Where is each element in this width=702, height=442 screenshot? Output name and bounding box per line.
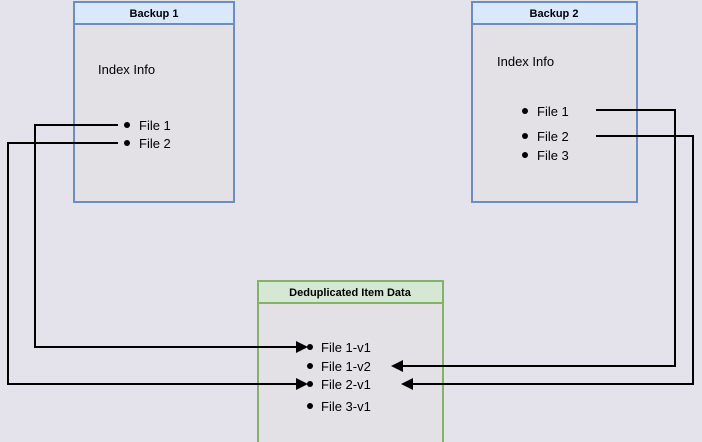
- bullet-icon: [124, 122, 130, 128]
- arrowhead-left-icon: [391, 360, 403, 372]
- bullet-icon: [522, 152, 528, 158]
- backup-2-item-0-label: File 1: [537, 104, 569, 119]
- connector-line: [34, 124, 297, 348]
- connector-backup1-file1-to-file1v1: [34, 124, 308, 353]
- bullet-icon: [307, 363, 313, 369]
- dedup-file-list: File 1-v1 File 1-v2 File 2-v1 File 3-v1: [307, 340, 371, 414]
- backup-1-subtitle: Index Info: [98, 62, 155, 77]
- dedup-item-3-label: File 3-v1: [321, 399, 371, 414]
- list-item[interactable]: File 1: [522, 104, 569, 119]
- arrowhead-right-icon: [296, 378, 308, 390]
- backup-2-item-2-label: File 3: [537, 148, 569, 163]
- backup-1-box-body: [73, 1, 235, 203]
- dedup-box-title: Deduplicated Item Data: [289, 287, 412, 299]
- backup-1-box[interactable]: Backup 1 Index Info File 1 File 2: [73, 1, 235, 203]
- list-item[interactable]: File 3: [522, 148, 569, 163]
- backup-2-box-header: [471, 1, 638, 25]
- list-item[interactable]: File 2: [124, 136, 171, 151]
- backup-1-item-1-label: File 2: [139, 136, 171, 151]
- dedup-item-1-label: File 1-v2: [321, 359, 371, 374]
- connector-line: [402, 109, 676, 367]
- backup-2-title: Backup 2: [530, 8, 579, 20]
- list-item[interactable]: File 2: [522, 129, 569, 144]
- list-item[interactable]: File 1-v2: [307, 359, 371, 374]
- list-item[interactable]: File 2-v1: [307, 377, 371, 392]
- backup-1-file-list: File 1 File 2: [124, 118, 171, 151]
- bullet-icon: [307, 403, 313, 409]
- arrowhead-right-icon: [296, 341, 308, 353]
- deduplicated-item-data-box[interactable]: Deduplicated Item Data File 1-v1 File 1-…: [257, 280, 444, 442]
- arrowhead-left-icon: [401, 378, 413, 390]
- connector-line: [412, 135, 694, 385]
- connector-line: [7, 142, 297, 385]
- bullet-icon: [522, 108, 528, 114]
- backup-2-file-list: File 1 File 2 File 3: [522, 104, 569, 163]
- connector-backup2-file2-to-file2v1: [401, 135, 694, 390]
- backup-1-box-header: [73, 1, 235, 25]
- backup-2-item-1-label: File 2: [537, 129, 569, 144]
- bullet-icon: [307, 344, 313, 350]
- connector-backup2-file1-to-file1v2: [391, 109, 676, 372]
- bullet-icon: [522, 133, 528, 139]
- list-item[interactable]: File 1-v1: [307, 340, 371, 355]
- backup-2-box-body: [471, 1, 638, 203]
- dedup-item-2-label: File 2-v1: [321, 377, 371, 392]
- dedup-box-header: [257, 280, 444, 304]
- backup-1-item-0-label: File 1: [139, 118, 171, 133]
- list-item[interactable]: File 1: [124, 118, 171, 133]
- dedup-item-0-label: File 1-v1: [321, 340, 371, 355]
- list-item[interactable]: File 3-v1: [307, 399, 371, 414]
- bullet-icon: [124, 140, 130, 146]
- backup-2-subtitle: Index Info: [497, 54, 554, 69]
- connector-backup1-file2-to-file2v1: [7, 142, 308, 390]
- backup-1-title: Backup 1: [130, 8, 179, 20]
- backup-2-box[interactable]: Backup 2 Index Info File 1 File 2 File 3: [471, 1, 638, 203]
- bullet-icon: [307, 381, 313, 387]
- dedup-box-body: [257, 280, 444, 442]
